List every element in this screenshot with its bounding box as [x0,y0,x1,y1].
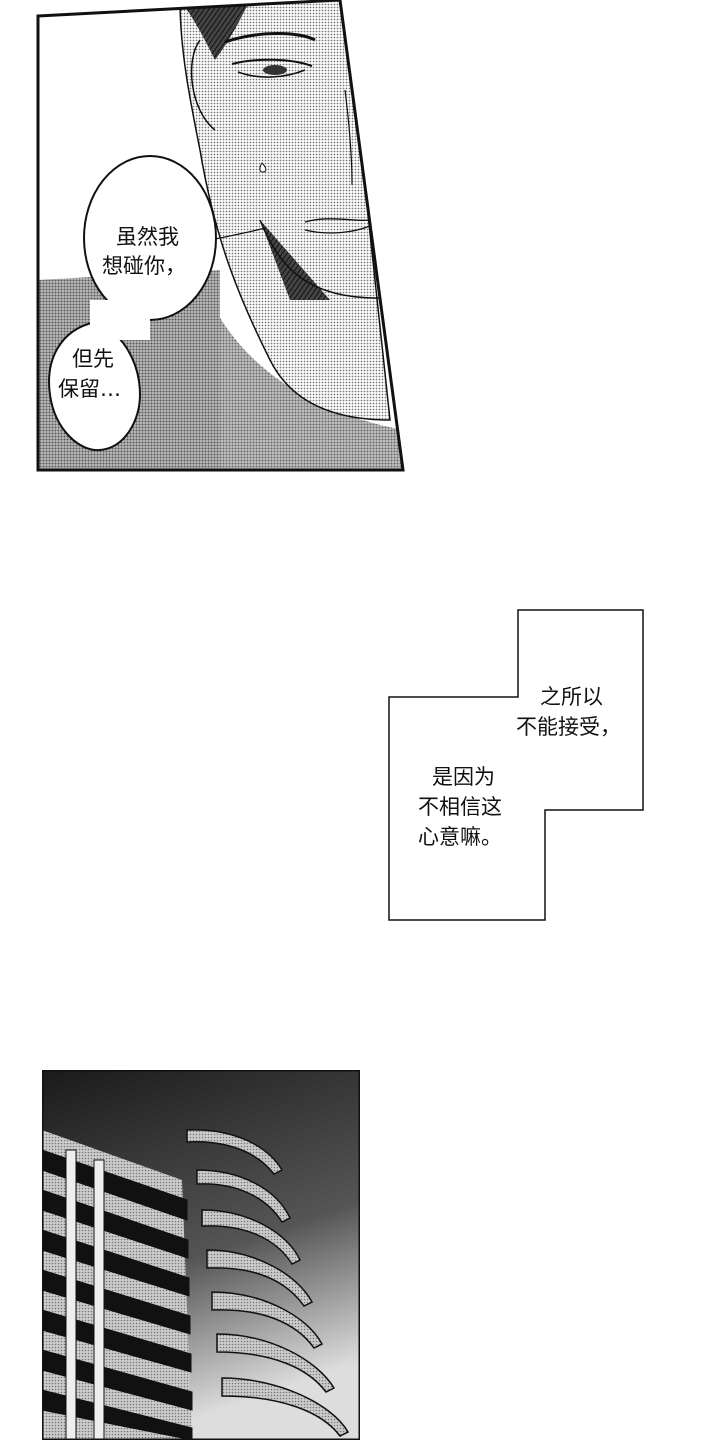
speech-bubble-2-line-1: 但先 [72,347,114,371]
manga-panel-face: 虽然我 想碰你， 但先 保留… [0,0,420,480]
speech-bubble-1-line-2: 想碰你， [102,254,186,278]
caption-line-4: 不相信这 [418,795,502,819]
caption-line-2: 不能接受， [516,715,621,739]
manga-panel-building [42,1070,360,1440]
caption-line-1: 之所以 [540,685,603,709]
speech-bubble-1-line-1: 虽然我 [116,225,179,249]
caption-box-outline [388,609,644,921]
caption-line-3: 是因为 [432,765,495,789]
face-illustration [36,0,405,472]
caption-line-5: 心意嘛。 [418,825,502,849]
speech-bubble-2-line-2: 保留… [58,377,121,401]
building-illustration [42,1070,360,1440]
narration-caption-box: 之所以 不能接受， 是因为 不相信这 心意嘛。 [380,600,660,930]
